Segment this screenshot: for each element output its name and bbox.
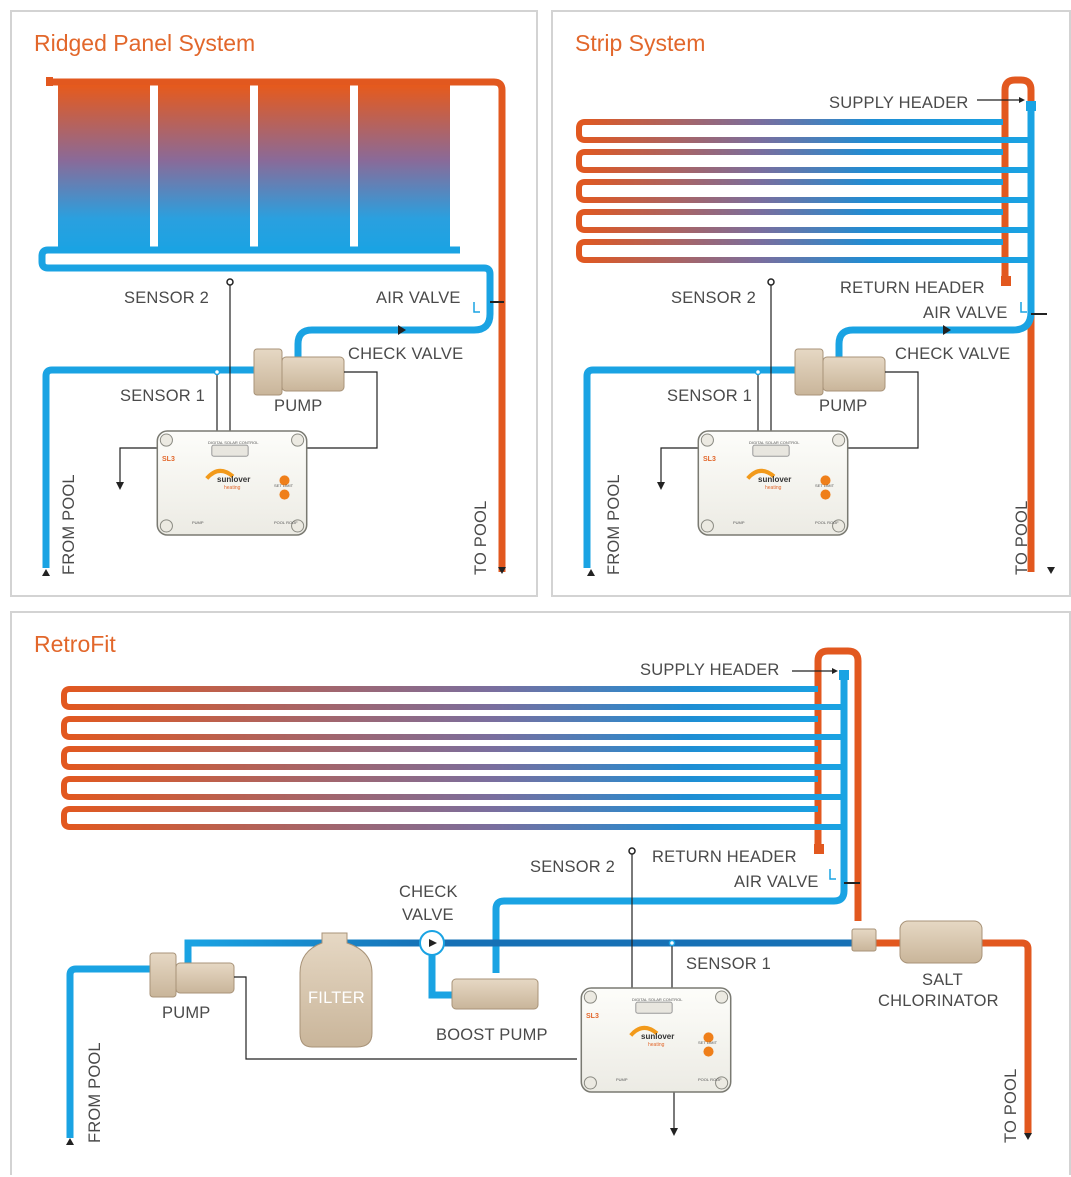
svg-text:FROM POOL: FROM POOL [86, 1042, 104, 1143]
svg-text:sunlover: sunlover [217, 475, 250, 484]
svg-text:AIR VALVE: AIR VALVE [376, 289, 461, 307]
svg-text:SL3: SL3 [162, 456, 175, 463]
svg-text:DIGITAL SOLAR CONTROL: DIGITAL SOLAR CONTROL [632, 997, 683, 1002]
solar-strips [61, 686, 844, 830]
svg-text:SENSOR 1: SENSOR 1 [120, 387, 205, 405]
svg-text:VALVE: VALVE [402, 906, 454, 924]
svg-text:CHECK VALVE: CHECK VALVE [895, 345, 1010, 363]
svg-text:FROM POOL: FROM POOL [605, 474, 623, 575]
svg-text:CHECK VALVE: CHECK VALVE [348, 345, 463, 363]
solar-strips [576, 119, 1031, 263]
solar-panels [58, 85, 450, 252]
svg-text:FILTER: FILTER [308, 989, 365, 1007]
filter-unit [299, 932, 373, 1048]
ridged-diagram: DIGITAL SOLAR CONTROL SL3 sunlover heati… [38, 77, 506, 576]
svg-text:PUMP: PUMP [819, 397, 867, 415]
svg-text:SENSOR 2: SENSOR 2 [124, 289, 209, 307]
svg-text:CHECK: CHECK [399, 883, 458, 901]
svg-text:AIR VALVE: AIR VALVE [734, 873, 819, 891]
svg-text:SALT: SALT [922, 971, 963, 989]
svg-text:FROM POOL: FROM POOL [60, 474, 78, 575]
svg-text:RETURN HEADER: RETURN HEADER [652, 848, 797, 866]
retrofit-diagram: DIGITAL SOLAR CONTROL SL3 sunlover heati… [61, 647, 1032, 1145]
svg-text:POOL ROOF: POOL ROOF [274, 520, 298, 525]
svg-text:SET LIMIT: SET LIMIT [274, 483, 294, 488]
svg-text:SET LIMIT: SET LIMIT [815, 483, 835, 488]
pump-unit [253, 348, 345, 396]
svg-text:sunlover: sunlover [758, 475, 791, 484]
svg-text:SENSOR 2: SENSOR 2 [530, 858, 615, 876]
svg-text:heating: heating [224, 485, 241, 491]
panel-title: Ridged Panel System [34, 30, 256, 56]
svg-text:TO POOL: TO POOL [1013, 501, 1031, 575]
svg-text:PUMP: PUMP [733, 520, 745, 525]
svg-text:TO POOL: TO POOL [472, 501, 490, 575]
strip-diagram: DIGITAL SOLAR CONTROL SL3 sunlover heati… [576, 76, 1055, 576]
strip-system: Strip System DIGITAL SOL [551, 10, 1071, 597]
svg-text:SUPPLY HEADER: SUPPLY HEADER [829, 94, 969, 112]
panel-title: RetroFit [34, 631, 116, 657]
svg-text:POOL ROOF: POOL ROOF [698, 1077, 722, 1082]
svg-text:heating: heating [648, 1042, 665, 1048]
svg-text:SET LIMIT: SET LIMIT [698, 1040, 718, 1045]
svg-text:POOL ROOF: POOL ROOF [815, 520, 839, 525]
svg-text:SL3: SL3 [703, 456, 716, 463]
svg-text:sunlover: sunlover [641, 1032, 674, 1041]
svg-text:AIR VALVE: AIR VALVE [923, 304, 1008, 322]
svg-text:SUPPLY HEADER: SUPPLY HEADER [640, 661, 780, 679]
pump-unit [794, 348, 886, 396]
svg-text:heating: heating [765, 485, 782, 491]
svg-text:BOOST PUMP: BOOST PUMP [436, 1026, 548, 1044]
boost-pump-unit [451, 978, 539, 1010]
svg-text:PUMP: PUMP [274, 397, 322, 415]
pump-unit [149, 952, 235, 998]
retrofit-system: RetroFit [10, 611, 1071, 1175]
salt-chlorinator-unit [899, 920, 983, 964]
ridged-panel-system: Ridged Panel System [10, 10, 538, 597]
svg-text:SENSOR 2: SENSOR 2 [671, 289, 756, 307]
svg-text:SENSOR 1: SENSOR 1 [667, 387, 752, 405]
svg-text:PUMP: PUMP [616, 1077, 628, 1082]
svg-text:DIGITAL SOLAR CONTROL: DIGITAL SOLAR CONTROL [749, 440, 800, 445]
svg-text:PUMP: PUMP [162, 1004, 210, 1022]
svg-text:DIGITAL SOLAR CONTROL: DIGITAL SOLAR CONTROL [208, 440, 259, 445]
svg-text:PUMP: PUMP [192, 520, 204, 525]
panel-title: Strip System [575, 30, 706, 56]
svg-text:SL3: SL3 [586, 1013, 599, 1020]
svg-text:SENSOR 1: SENSOR 1 [686, 955, 771, 973]
svg-text:CHLORINATOR: CHLORINATOR [878, 992, 999, 1010]
svg-text:RETURN HEADER: RETURN HEADER [840, 279, 985, 297]
svg-text:TO POOL: TO POOL [1002, 1069, 1020, 1143]
